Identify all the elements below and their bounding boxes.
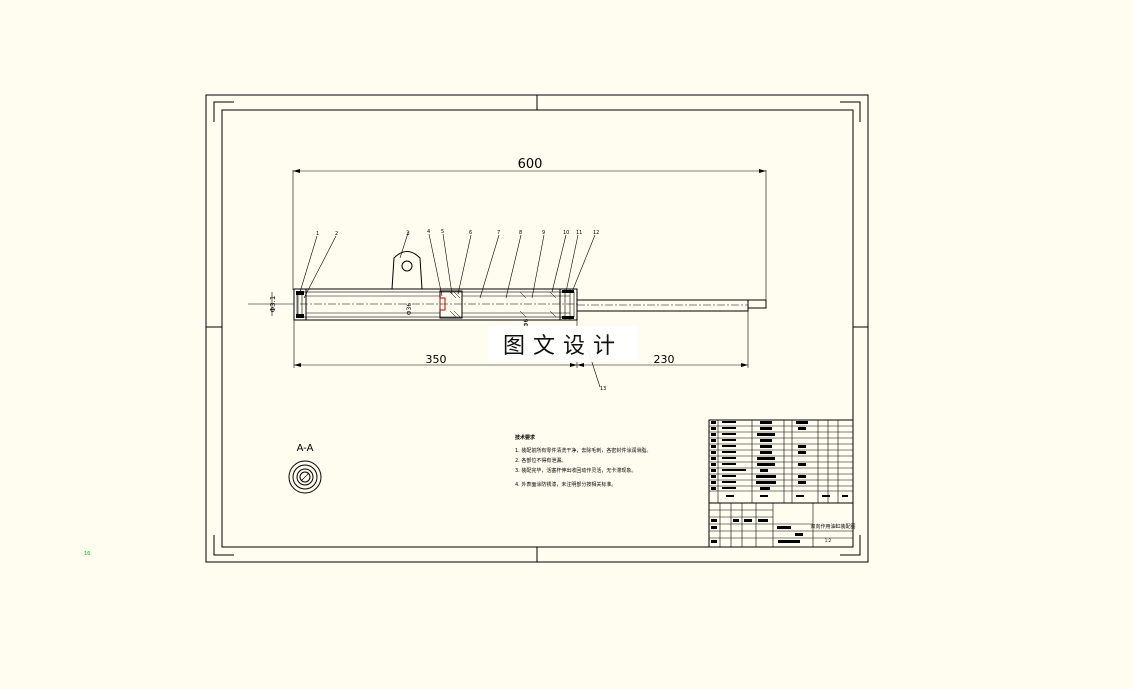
tech-req-title: 技术要求 xyxy=(515,434,536,441)
part-label-11: 11 xyxy=(576,230,582,236)
part-label-2: 2 xyxy=(335,231,338,237)
tech-req-item-2: 2. 各部位不得有泄漏。 xyxy=(515,457,566,464)
section-view: A-A xyxy=(288,443,322,494)
green-marker: 16 xyxy=(84,551,90,557)
part-label-4: 4 xyxy=(427,229,430,235)
title-block: 双向作用油缸装配图 1:2 xyxy=(708,419,856,548)
right-length-label: 230 xyxy=(654,353,675,366)
tech-req-item-4: 4. 外表面涂防锈漆，未注明部分按相关标准。 xyxy=(515,481,616,488)
part-label-5: 5 xyxy=(441,229,444,235)
drawing-title: 双向作用油缸装配图 xyxy=(810,523,855,530)
part-label-10: 10 xyxy=(563,230,569,236)
mounting-lug xyxy=(391,251,423,290)
left-length-label: 350 xyxy=(426,353,447,366)
tech-req-item-3: 3. 装配完毕，活塞杆伸出收回动作灵活，无卡滞现象。 xyxy=(515,467,636,474)
dimension-bottom: 350 230 xyxy=(293,311,749,368)
part-label-9: 9 xyxy=(542,230,545,236)
watermark-text: 图文设计 xyxy=(502,334,623,359)
left-diameter-dims: Φ3.1 Φ36 Φ6 xyxy=(248,292,530,327)
diameter-inner-label: Φ6 xyxy=(523,319,530,328)
dimension-overall: 600 xyxy=(292,157,767,302)
part-label-1: 1 xyxy=(316,231,319,237)
part-label-3: 3 xyxy=(406,230,410,237)
section-label: A-A xyxy=(297,443,314,454)
overall-length-label: 600 xyxy=(518,157,543,172)
part-label-7: 7 xyxy=(497,230,500,236)
part-label-6: 6 xyxy=(469,230,472,236)
part-label-8: 8 xyxy=(519,230,522,236)
watermark: 图文设计 xyxy=(488,326,638,362)
diameter-mid-label: Φ36 xyxy=(406,303,413,316)
tech-req-item-1: 1. 装配前所有零件清洗干净，去除毛刺，各密封件涂润滑脂。 xyxy=(515,447,651,454)
corner-brackets xyxy=(213,101,861,556)
part-label-13: 13 xyxy=(600,386,606,392)
leader-lines xyxy=(299,232,601,388)
technical-requirements: 技术要求 1. 装配前所有零件清洗干净，去除毛刺，各密封件涂润滑脂。 2. 各部… xyxy=(515,434,651,488)
piston-rod xyxy=(576,299,767,312)
centering-marks xyxy=(206,95,868,562)
diameter-left-label: Φ3.1 xyxy=(269,296,277,313)
part-label-12: 12 xyxy=(593,230,599,236)
part-balloons: 1 2 3 4 5 6 7 8 9 10 11 12 13 xyxy=(316,229,606,392)
drawing-scale: 1:2 xyxy=(825,538,832,543)
cylinder-body xyxy=(293,288,578,321)
